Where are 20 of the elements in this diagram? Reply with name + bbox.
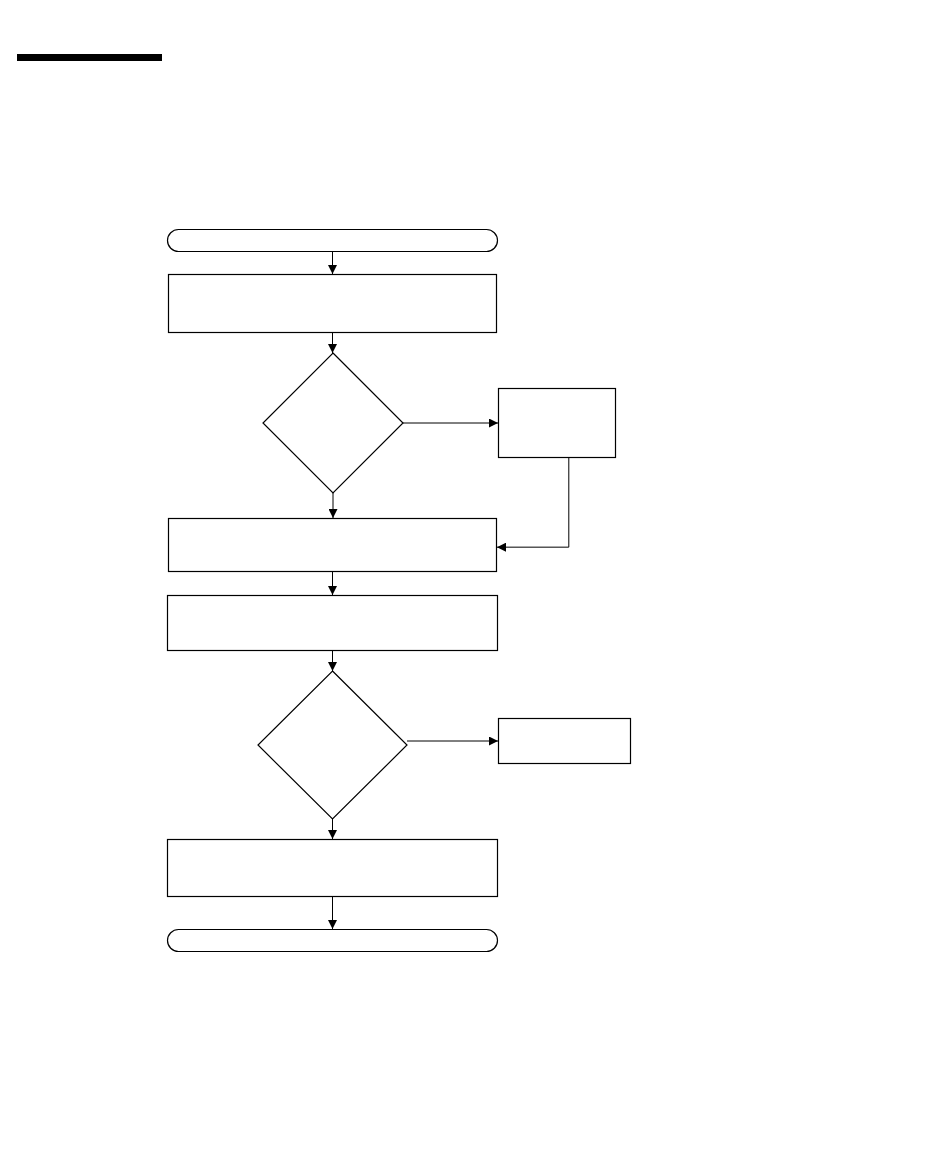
arrow xyxy=(328,492,338,519)
arrow xyxy=(402,418,499,428)
terminator-shape xyxy=(167,229,498,252)
process-box xyxy=(168,518,497,572)
process-box xyxy=(498,718,631,764)
arrow xyxy=(328,332,337,354)
arrow xyxy=(328,571,337,596)
process-box xyxy=(167,595,498,651)
arrow xyxy=(496,457,570,552)
arrow xyxy=(328,251,337,275)
decision-diamond xyxy=(258,671,407,819)
arrow xyxy=(328,650,337,672)
arrow xyxy=(328,896,337,930)
process-box xyxy=(167,839,498,897)
terminator-shape xyxy=(167,929,498,952)
arrow xyxy=(406,736,499,746)
process-box xyxy=(498,388,616,458)
arrow xyxy=(328,818,337,840)
process-box xyxy=(168,274,497,333)
decision-diamond xyxy=(263,353,403,493)
